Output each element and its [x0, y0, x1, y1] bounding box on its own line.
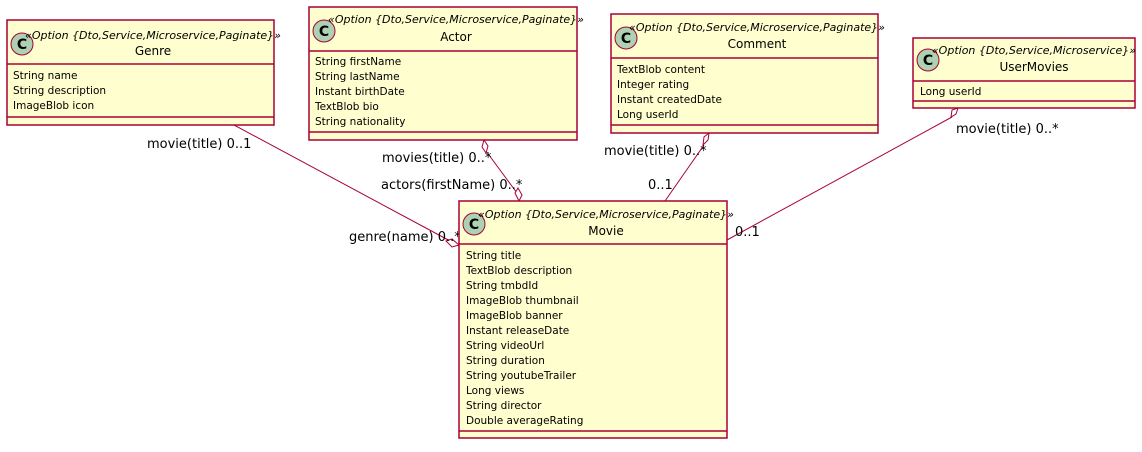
class-field: Double averageRating	[466, 415, 583, 427]
class-box	[308, 6, 578, 141]
class-field: TextBlob bio	[314, 101, 379, 113]
class-field: ImageBlob banner	[466, 310, 563, 322]
class-icon-letter: C	[319, 24, 329, 40]
class-field: String firstName	[315, 56, 401, 68]
association-line	[233, 124, 453, 243]
class-field: Long userId	[920, 86, 981, 98]
class-icon	[462, 212, 486, 236]
class-comment: C «Option {Dto,Service,Microservice,Pagi…	[610, 13, 885, 134]
class-field: String description	[13, 85, 106, 97]
class-icon	[312, 19, 336, 43]
association-line	[664, 144, 705, 202]
class-field: String tmbdId	[466, 280, 538, 292]
class-icon	[614, 26, 638, 50]
relation-genre-movie: movie(title) 0..1 genre(name) 0..*	[147, 124, 461, 248]
class-field: Long userId	[617, 109, 678, 121]
class-field: Instant createdDate	[617, 94, 722, 106]
aggregation-diamond	[481, 138, 489, 155]
aggregation-diamond	[514, 187, 523, 203]
relation-label-from: movie(title) 0..1	[147, 137, 251, 152]
class-usermovies: C «Option {Dto,Service,Microservice}» Us…	[912, 37, 1136, 109]
class-name: UserMovies	[999, 60, 1068, 74]
class-stereotype: «Option {Dto,Service,Microservice,Pagina…	[629, 21, 885, 34]
class-field: Integer rating	[617, 79, 689, 91]
class-movie: C «Option {Dto,Service,Microservice,Pagi…	[458, 200, 734, 439]
class-icon	[916, 48, 940, 72]
aggregation-diamond	[702, 131, 710, 147]
class-box	[610, 13, 879, 134]
class-stereotype: «Option {Dto,Service,Microservice}»	[932, 44, 1136, 57]
class-field: String title	[466, 250, 521, 262]
class-name: Movie	[588, 224, 624, 238]
class-icon-letter: C	[469, 217, 479, 233]
class-field: TextBlob content	[616, 64, 705, 76]
class-field: String nationality	[315, 116, 405, 128]
class-name: Actor	[440, 30, 472, 44]
class-name: Comment	[728, 37, 787, 51]
relation-label-to: actors(firstName) 0..*	[381, 178, 523, 193]
relation-label-from: movies(title) 0..*	[382, 151, 492, 166]
class-field: String lastName	[315, 71, 400, 83]
class-icon	[10, 32, 34, 56]
aggregation-diamond	[950, 107, 959, 118]
class-field: Instant releaseDate	[466, 325, 569, 337]
class-field: ImageBlob icon	[13, 100, 94, 112]
class-stereotype: «Option {Dto,Service,Microservice,Pagina…	[478, 208, 734, 221]
class-icon-letter: C	[17, 37, 27, 53]
class-field: String duration	[466, 355, 545, 367]
class-field: ImageBlob thumbnail	[466, 295, 579, 307]
class-genre: C «Option {Dto,Service,Microservice,Pagi…	[6, 19, 281, 126]
relation-actor-movie: movies(title) 0..* actors(firstName) 0..…	[381, 138, 523, 203]
relation-label-from: movie(title) 0..*	[604, 144, 707, 159]
class-stereotype: «Option {Dto,Service,Microservice,Pagina…	[328, 13, 584, 26]
relation-label-from: movie(title) 0..*	[956, 122, 1059, 137]
class-icon-letter: C	[621, 31, 631, 47]
class-field: TextBlob description	[465, 265, 572, 277]
class-box	[6, 19, 275, 126]
class-field: String name	[13, 70, 77, 82]
class-field: String director	[466, 400, 542, 412]
relation-usermovies-movie: movie(title) 0..* 0..1	[726, 107, 1059, 241]
class-stereotype: «Option {Dto,Service,Microservice,Pagina…	[25, 29, 281, 42]
aggregation-diamond	[445, 238, 461, 248]
association-line	[726, 116, 953, 241]
class-field: String youtubeTrailer	[466, 370, 577, 382]
class-box	[458, 200, 728, 439]
class-field: Instant birthDate	[315, 86, 405, 98]
class-field: String videoUrl	[466, 340, 544, 352]
relation-label-to: genre(name) 0..*	[349, 230, 461, 245]
class-box	[912, 37, 1136, 109]
association-line	[485, 150, 518, 194]
class-icon-letter: C	[923, 53, 933, 69]
relation-label-to: 0..1	[648, 178, 673, 193]
class-actor: C «Option {Dto,Service,Microservice,Pagi…	[308, 6, 584, 141]
relation-label-to: 0..1	[735, 225, 760, 240]
class-name: Genre	[135, 44, 171, 58]
class-field: Long views	[466, 385, 524, 397]
relation-comment-movie: movie(title) 0..* 0..1	[604, 131, 710, 202]
